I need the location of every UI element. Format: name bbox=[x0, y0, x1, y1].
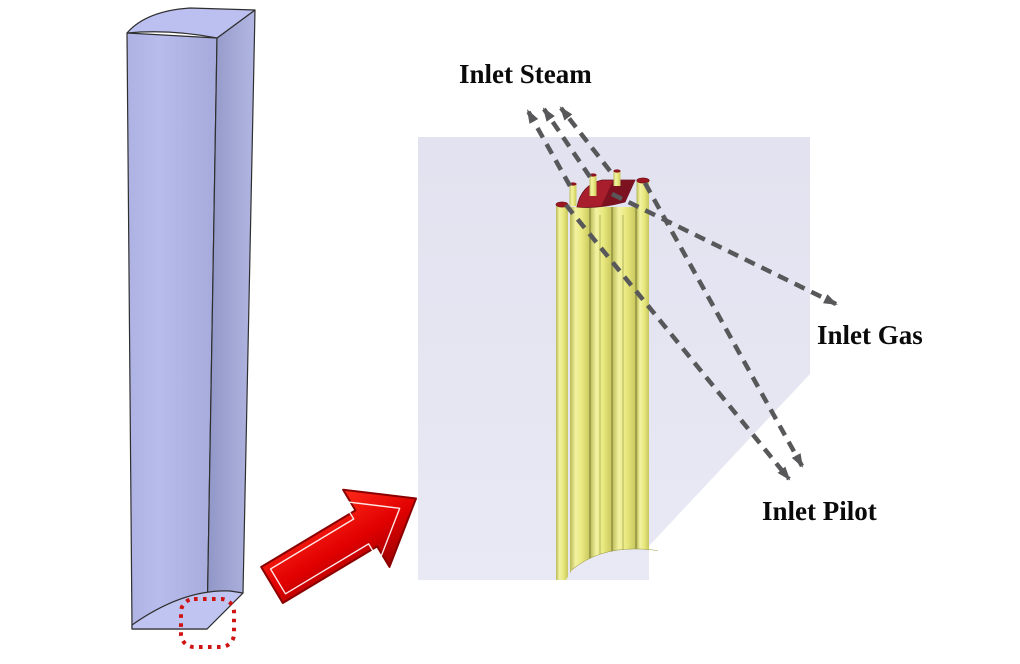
inlet-gas-label: Inlet Gas bbox=[817, 320, 923, 350]
steam-arrow-3 bbox=[559, 106, 612, 173]
pilot-tube-right bbox=[636, 180, 649, 580]
burner-tube-bundle bbox=[555, 169, 658, 580]
model-top-face bbox=[126, 7, 256, 39]
burner-cap-bevel bbox=[601, 180, 635, 207]
bundle-bottom-arc bbox=[571, 548, 658, 571]
burner-tube bbox=[590, 207, 612, 580]
steam-tube-left bbox=[556, 204, 568, 580]
steam-arrow-2 bbox=[542, 107, 592, 179]
pilot-arrow-2 bbox=[564, 203, 791, 481]
zoom-arrow-icon bbox=[260, 488, 418, 605]
steam-arrow-1 bbox=[526, 109, 572, 188]
tube-gap bbox=[568, 212, 570, 580]
gas-arrow bbox=[611, 191, 838, 307]
pilot-tube-top bbox=[636, 177, 650, 184]
combustor-model bbox=[126, 7, 256, 630]
inlet-pilot-label: Inlet Pilot bbox=[762, 496, 877, 526]
pilot-arrow-1 bbox=[643, 181, 804, 468]
inlet-steam-label: Inlet Steam bbox=[459, 59, 592, 89]
burner-tube bbox=[570, 207, 590, 580]
tube-seams bbox=[589, 207, 637, 566]
model-curved-face bbox=[126, 32, 218, 630]
annotation-arrows bbox=[526, 106, 838, 481]
